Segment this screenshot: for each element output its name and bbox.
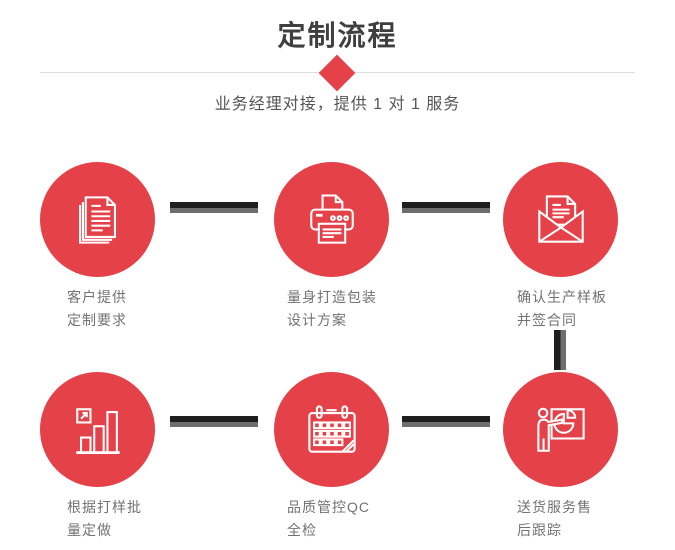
step-label-5: 品质管控QC 全检 xyxy=(287,496,370,542)
page-title: 定制流程 xyxy=(277,20,398,51)
step-label-line: 设计方案 xyxy=(287,312,347,328)
connector-step3-step6 xyxy=(554,330,566,370)
step-label-line: 量身打造包装 xyxy=(287,289,377,305)
bar-chart-icon xyxy=(75,407,120,454)
connector-step2-step3 xyxy=(402,202,490,213)
step-label-line: 后跟踪 xyxy=(517,522,562,538)
step-label-line: 量定做 xyxy=(67,522,112,538)
step-label-line: 全检 xyxy=(287,522,317,538)
step-label-line: 并签合同 xyxy=(517,312,577,328)
step-circle-2 xyxy=(274,162,389,277)
step-label-line: 品质管控QC xyxy=(287,499,370,515)
step-label-4: 根据打样批 量定做 xyxy=(67,496,142,542)
step-label-line: 定制要求 xyxy=(67,312,127,328)
step-label-line: 确认生产样板 xyxy=(517,289,607,305)
step-circle-3 xyxy=(503,162,618,277)
diamond-accent xyxy=(318,54,356,92)
step-label-3: 确认生产样板 并签合同 xyxy=(517,286,607,332)
step-label-line: 根据打样批 xyxy=(67,499,142,515)
connector-step4-step5 xyxy=(170,416,258,427)
step-circle-1 xyxy=(40,162,155,277)
calendar-icon xyxy=(307,404,356,453)
connector-step1-step2 xyxy=(170,202,258,213)
printer-icon xyxy=(309,193,354,244)
step-label-2: 量身打造包装 设计方案 xyxy=(287,286,377,332)
documents-icon xyxy=(78,195,116,244)
step-label-line: 客户提供 xyxy=(67,289,127,305)
step-circle-5 xyxy=(274,372,389,487)
step-circle-6 xyxy=(503,372,618,487)
step-circle-4 xyxy=(40,372,155,487)
page-subtitle: 业务经理对接，提供 1 对 1 服务 xyxy=(214,96,461,113)
connector-step5-step6 xyxy=(402,416,490,427)
step-label-1: 客户提供 定制要求 xyxy=(67,286,127,332)
step-label-6: 送货服务售 后跟踪 xyxy=(517,496,592,542)
presenter-icon xyxy=(536,407,585,452)
step-label-line: 送货服务售 xyxy=(517,499,592,515)
envelope-icon xyxy=(537,194,584,243)
